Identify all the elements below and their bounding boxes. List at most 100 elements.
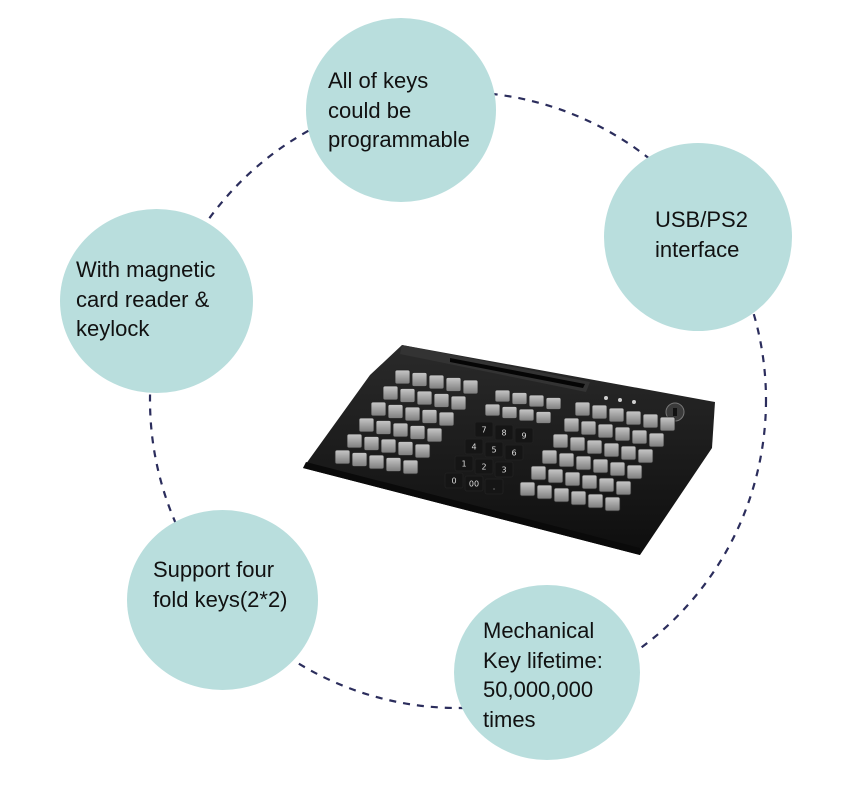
key	[608, 407, 625, 423]
key	[494, 461, 514, 478]
bubble-lifetime	[454, 585, 640, 760]
key	[511, 392, 528, 405]
key	[552, 433, 569, 449]
key	[368, 454, 385, 470]
key	[474, 458, 494, 475]
keypad-key-label: 5	[491, 446, 496, 455]
key	[334, 449, 351, 465]
key	[421, 409, 438, 424]
keypad-key-label: 6	[511, 449, 516, 458]
key	[445, 377, 462, 392]
key	[530, 465, 547, 481]
key	[625, 410, 642, 426]
key	[648, 432, 665, 448]
key	[528, 394, 545, 408]
key	[637, 448, 654, 464]
key	[514, 427, 534, 444]
key	[484, 441, 504, 458]
keypad-key-label: 0	[451, 477, 456, 486]
bubble-fold-keys	[127, 510, 318, 690]
key	[474, 421, 494, 438]
key	[581, 474, 598, 490]
key	[426, 427, 443, 443]
key	[501, 406, 518, 419]
key	[494, 424, 514, 441]
key	[659, 416, 676, 432]
key	[586, 439, 603, 455]
key	[382, 385, 399, 401]
key	[591, 404, 608, 420]
key	[504, 444, 524, 461]
key	[414, 443, 431, 459]
key	[535, 411, 552, 424]
key	[603, 442, 620, 458]
feature-interface-text: USB/PS2 interface	[655, 207, 748, 262]
key	[518, 408, 535, 422]
key	[597, 423, 614, 439]
key	[541, 449, 558, 465]
key	[385, 457, 402, 472]
key	[620, 445, 637, 461]
key	[592, 458, 609, 474]
key	[438, 411, 455, 427]
key	[558, 452, 575, 468]
key	[394, 369, 411, 385]
feature-card-reader-text: With magnetic card reader & keylock	[76, 257, 216, 341]
key	[409, 425, 426, 440]
key	[545, 397, 562, 410]
key	[444, 472, 464, 489]
key	[397, 441, 414, 456]
key	[604, 496, 621, 512]
key	[387, 404, 404, 419]
key	[351, 452, 368, 467]
keypad-key-label: 00	[469, 480, 479, 489]
key	[574, 401, 591, 417]
key	[570, 490, 587, 506]
key	[587, 493, 604, 509]
key	[547, 468, 564, 484]
key	[416, 390, 433, 406]
key	[484, 403, 501, 417]
key	[375, 420, 392, 435]
key	[370, 401, 387, 417]
keypad-key-label: 7	[481, 426, 486, 435]
feature-programmable-text: All of keys could be programmable	[328, 68, 470, 152]
key	[392, 422, 409, 438]
keypad-key-label: .	[493, 483, 496, 492]
key	[454, 455, 474, 472]
key	[494, 389, 511, 403]
key	[464, 438, 484, 455]
key	[411, 372, 428, 387]
key	[363, 436, 380, 451]
key	[484, 478, 504, 495]
key	[404, 406, 421, 422]
key	[631, 429, 648, 445]
keypad-key-label: 3	[501, 466, 506, 475]
key	[569, 436, 586, 452]
feature-lifetime-text: Mechanical Key lifetime: 50,000,000 time…	[483, 618, 603, 732]
bubble-interface	[604, 143, 792, 331]
key	[553, 487, 570, 503]
key	[609, 461, 626, 477]
key	[464, 475, 484, 492]
key	[399, 388, 416, 403]
key	[402, 459, 419, 475]
keypad-key-label: 9	[521, 432, 526, 441]
key	[575, 455, 592, 471]
feature-fold-keys-text: Support four fold keys(2*2)	[153, 557, 288, 612]
keypad-key-label: 4	[471, 443, 476, 452]
key	[462, 379, 479, 395]
key	[598, 477, 615, 493]
key	[380, 438, 397, 454]
key	[614, 426, 631, 442]
bubble-card-reader	[60, 209, 253, 393]
key	[626, 464, 643, 480]
key	[642, 413, 659, 429]
key	[358, 417, 375, 433]
key	[615, 480, 632, 496]
keypad-key-label: 1	[461, 460, 466, 469]
key	[580, 420, 597, 436]
key	[563, 417, 580, 433]
